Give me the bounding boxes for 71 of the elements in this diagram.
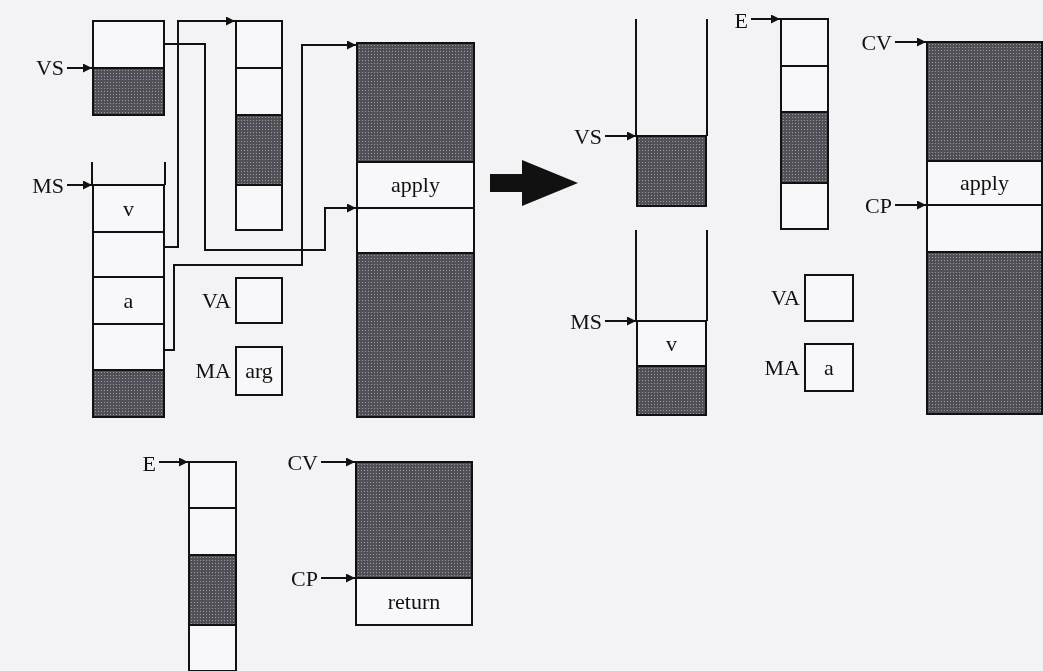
memory-cell <box>188 507 237 556</box>
pointer-label: E <box>120 452 156 476</box>
memory-cell <box>235 67 283 116</box>
register-name: MA <box>195 360 231 382</box>
pointer-arrow <box>164 40 357 351</box>
cell-text: arg <box>245 360 273 382</box>
cell-text: apply <box>960 172 1009 194</box>
register-name: MA <box>764 356 800 379</box>
cell-text: apply <box>391 174 440 196</box>
pointer-arrow <box>66 180 93 190</box>
pointer-label: E <box>712 9 748 33</box>
register-box <box>235 346 283 396</box>
memory-cell <box>780 18 829 67</box>
memory-cell <box>235 184 283 231</box>
memory-cell <box>356 207 475 254</box>
shaded-memory-cell <box>188 554 237 626</box>
memory-cell <box>92 323 165 371</box>
memory-cell <box>92 231 165 278</box>
shaded-memory-cell <box>780 111 829 184</box>
pointer-label: VS <box>546 125 602 149</box>
memory-cell <box>780 65 829 113</box>
pointer-arrow <box>604 316 637 326</box>
shaded-memory-cell <box>92 67 165 116</box>
shaded-memory-cell <box>636 135 707 207</box>
shaded-memory-cell <box>926 251 1043 415</box>
pointer-arrow <box>164 43 357 251</box>
memory-cell <box>92 276 165 325</box>
memory-cell <box>188 624 237 671</box>
memory-cell <box>235 20 283 69</box>
pointer-label: CV <box>836 31 892 55</box>
shaded-memory-cell <box>356 252 475 418</box>
memory-cell <box>188 461 237 509</box>
pointer-arrow <box>894 200 927 210</box>
shaded-memory-cell <box>92 369 165 418</box>
pointer-label: CV <box>262 451 318 475</box>
register-box <box>804 343 854 392</box>
shaded-memory-cell <box>356 42 475 163</box>
memory-cell <box>636 320 707 367</box>
memory-cell <box>92 184 165 233</box>
pointer-label: MS <box>8 174 64 198</box>
pointer-arrow <box>320 457 356 467</box>
memory-cell <box>355 577 473 626</box>
pointer-arrow <box>158 457 189 467</box>
register-name: VA <box>771 287 800 309</box>
shaded-memory-cell <box>235 114 283 186</box>
cell-text: a <box>123 289 134 312</box>
shaded-memory-cell <box>636 365 707 416</box>
register-box <box>804 274 854 322</box>
pointer-arrow <box>604 131 637 141</box>
pointer-label: CP <box>836 194 892 218</box>
pointer-label: VS <box>8 56 64 80</box>
memory-cell <box>926 160 1043 206</box>
register-name: VA <box>202 289 231 312</box>
memory-cell <box>926 204 1043 253</box>
memory-cell <box>92 20 165 69</box>
cell-text: a <box>824 356 834 379</box>
pointer-label: MS <box>540 310 602 334</box>
cell-text: return <box>387 590 441 613</box>
pointer-label: CP <box>262 567 318 591</box>
shaded-memory-cell <box>926 41 1043 162</box>
memory-cell <box>780 182 829 230</box>
cell-text: v <box>666 332 677 355</box>
pointer-arrow <box>66 63 93 73</box>
register-box <box>235 277 283 324</box>
shaded-memory-cell <box>355 461 473 579</box>
pointer-arrow <box>894 37 927 47</box>
pointer-arrow <box>164 16 236 248</box>
cell-text: v <box>123 197 134 220</box>
memory-cell <box>356 161 475 209</box>
pointer-arrow <box>750 14 781 24</box>
pointer-arrow <box>320 573 356 583</box>
